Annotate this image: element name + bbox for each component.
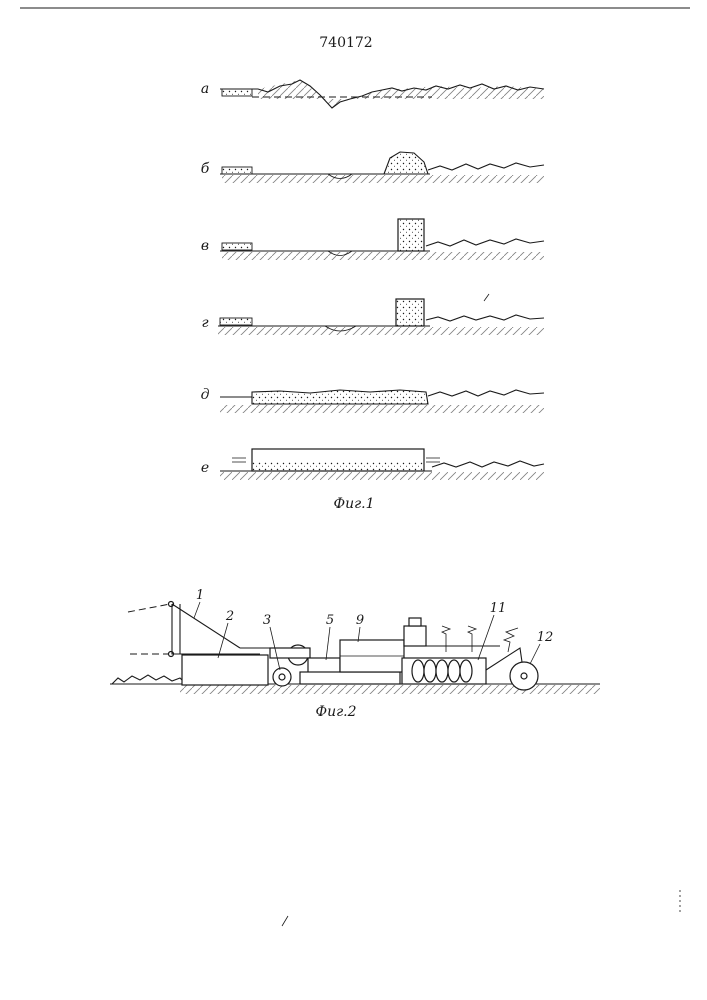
stage-e: е xyxy=(201,449,544,480)
fig2-rough-ground-left xyxy=(112,675,186,684)
fig2-leader-11 xyxy=(478,615,494,660)
stage-e-natural-terrain xyxy=(432,461,544,467)
fig2-wheel-3-hub xyxy=(279,674,285,680)
fig2-top-cap xyxy=(409,618,421,626)
fig2-label-5: 5 xyxy=(326,613,334,628)
stage-label-a: а xyxy=(201,81,209,97)
stage-b-road-base xyxy=(222,167,252,174)
figure-2: 1 2 3 5 9 11 12 Фиг.2 xyxy=(110,588,600,720)
fig2-label-9: 9 xyxy=(356,613,364,628)
fig2-leader-5 xyxy=(326,627,330,660)
stage-d-spread-soil-layer xyxy=(252,390,428,404)
stage-g-ground-hatch xyxy=(218,327,544,335)
page-number: 740172 xyxy=(319,35,372,51)
figure-2-caption: Фиг.2 xyxy=(315,704,356,720)
stage-v: в xyxy=(201,219,544,260)
fig2-chassis xyxy=(300,672,400,684)
stage-label-b: б xyxy=(201,161,210,177)
stage-g: г xyxy=(201,294,544,335)
fig2-frame-1 xyxy=(172,604,260,654)
fig2-leader-2 xyxy=(218,623,228,658)
stage-label-v: в xyxy=(201,238,209,254)
fig2-disc xyxy=(460,660,472,682)
fig2-compactor-discs xyxy=(412,660,472,682)
fig2-label-1: 1 xyxy=(196,588,204,603)
stage-a-road-base xyxy=(222,89,252,96)
stage-g-natural-terrain xyxy=(426,315,544,321)
fig2-tow-line-upper xyxy=(128,604,170,612)
stage-a: а xyxy=(201,80,544,108)
fig2-label-11: 11 xyxy=(490,601,507,616)
stage-label-g: г xyxy=(201,315,208,331)
stage-v-ground-hatch xyxy=(222,252,544,260)
fig2-leader-12 xyxy=(530,644,540,664)
stage-g-road-base xyxy=(220,318,252,325)
fig2-disc xyxy=(424,660,436,682)
fig2-label-12: 12 xyxy=(537,630,554,645)
stage-e-right-arrows xyxy=(426,458,440,462)
stage-d-ground-hatch xyxy=(220,405,544,413)
stage-d: д xyxy=(201,387,544,413)
scan-speck xyxy=(282,916,288,926)
stage-g-stray-mark xyxy=(484,294,489,301)
figure-1-caption: Фиг.1 xyxy=(333,496,374,512)
fig2-disc xyxy=(412,660,424,682)
stage-v-soil-block xyxy=(398,219,424,251)
stage-label-e: е xyxy=(201,460,209,476)
stage-b-ground-hatch xyxy=(222,175,544,183)
fig2-rear-spring xyxy=(504,628,518,652)
stage-a-ground-hatch xyxy=(258,80,544,108)
stage-e-road-fill xyxy=(252,462,424,471)
fig2-top-box xyxy=(404,626,426,646)
fig2-leader-1 xyxy=(194,602,200,618)
fig2-label-3: 3 xyxy=(263,613,271,628)
stage-label-d: д xyxy=(201,387,210,403)
figure-1: а б в г xyxy=(201,80,544,512)
fig2-wheel-12-hub xyxy=(521,673,527,679)
stage-e-ground-hatch xyxy=(220,472,544,480)
fig2-spring-arm xyxy=(442,626,476,652)
stage-g-soil-block xyxy=(396,299,424,326)
stage-b-natural-terrain xyxy=(428,163,544,170)
fig2-ground-hatch xyxy=(180,685,600,694)
stage-v-natural-terrain xyxy=(426,239,544,246)
fig2-blade-2 xyxy=(182,655,268,685)
stage-b-soil-pile xyxy=(384,152,428,174)
stage-e-left-arrows xyxy=(232,458,246,462)
fig2-disc xyxy=(436,660,448,682)
stage-b: б xyxy=(201,152,544,183)
fig2-disc xyxy=(448,660,460,682)
stage-d-natural-terrain xyxy=(428,390,544,396)
stage-v-road-base xyxy=(222,243,252,250)
fig2-label-2: 2 xyxy=(225,609,234,624)
